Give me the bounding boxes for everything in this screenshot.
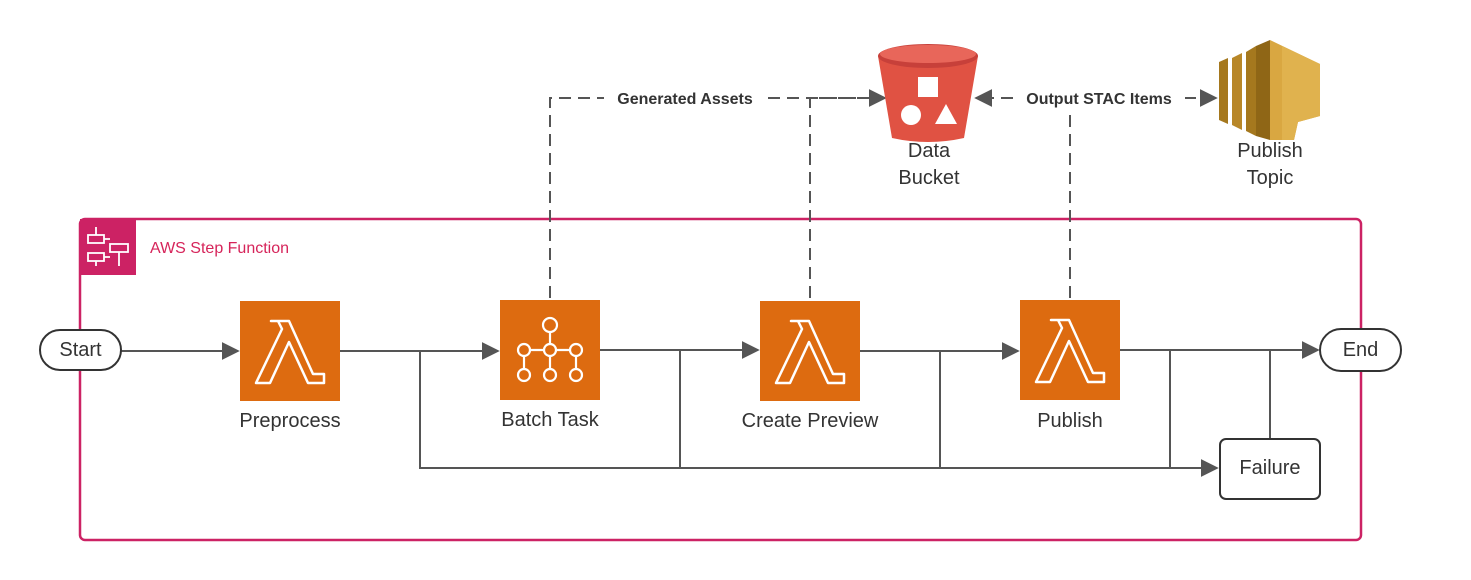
data-edges	[549, 89, 1218, 298]
step-label-publish: Publish	[1037, 410, 1103, 432]
sns-topic-icon	[1219, 40, 1320, 140]
lambda-icon	[240, 301, 340, 401]
bucket-label-line2: Bucket	[898, 167, 960, 189]
lambda-icon	[760, 301, 860, 401]
publish-step[interactable]: Publish	[1020, 300, 1120, 432]
edge-label-generated-assets: Generated Assets	[604, 86, 766, 110]
data-bucket[interactable]: Data Bucket	[878, 44, 978, 189]
s3-bucket-icon	[878, 44, 978, 142]
edge-preprocess-failure	[419, 351, 1219, 477]
preprocess-step[interactable]: Preprocess	[239, 301, 341, 432]
end-terminal[interactable]: End	[1319, 328, 1402, 372]
failure-label: Failure	[1239, 457, 1300, 479]
bucket-label-line1: Data	[908, 140, 951, 162]
container-title: AWS Step Function	[150, 240, 289, 257]
topic-label-line2: Topic	[1247, 167, 1294, 189]
lambda-icon	[1020, 300, 1120, 400]
create-preview-step[interactable]: Create Preview	[742, 301, 879, 432]
svg-text:Generated Assets: Generated Assets	[617, 91, 753, 108]
step-label-preview: Create Preview	[742, 410, 879, 432]
step-label-batch: Batch Task	[501, 409, 599, 431]
edge-label-output-stac-items: Output STAC Items	[1013, 86, 1185, 110]
failure-state[interactable]: Failure	[1219, 438, 1321, 500]
step-function-container: AWS Step Function	[78, 217, 1363, 542]
svg-text:Start: Start	[59, 339, 102, 361]
edge-batch-bucket	[549, 89, 887, 298]
flow-edges	[121, 341, 1320, 477]
svg-text:End: End	[1343, 339, 1379, 361]
edge-preview-bucket	[809, 97, 885, 298]
start-terminal[interactable]: Start	[39, 329, 122, 371]
publish-topic[interactable]: Publish Topic	[1219, 40, 1320, 189]
step-functions-icon	[80, 219, 136, 275]
step-label-preprocess: Preprocess	[239, 410, 340, 432]
svg-text:Output STAC Items: Output STAC Items	[1026, 91, 1172, 108]
batch-task-step[interactable]: Batch Task	[500, 300, 600, 431]
topic-label-line1: Publish	[1237, 140, 1303, 162]
